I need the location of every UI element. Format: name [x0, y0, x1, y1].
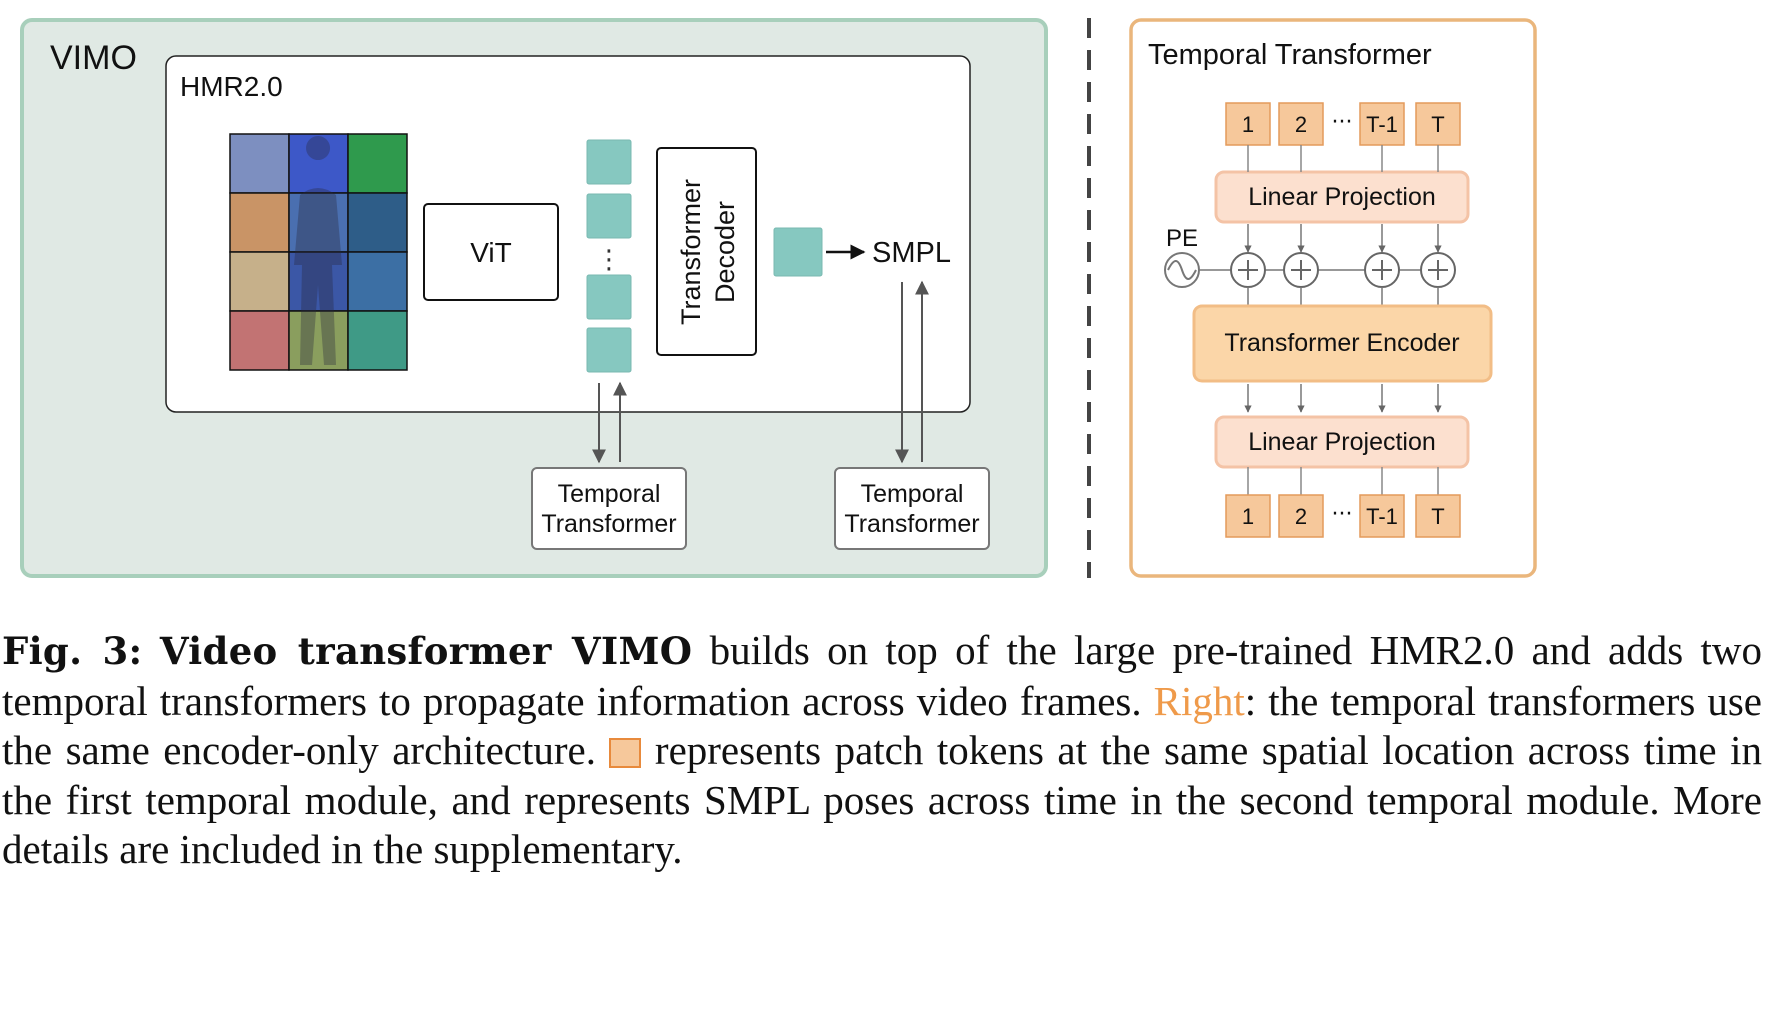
token-dots: ⋮: [596, 245, 622, 275]
top-token-label: 2: [1295, 112, 1307, 137]
temporal-right-line1: Temporal: [861, 480, 964, 508]
decoder-label-line1: Transformer: [676, 179, 706, 325]
caption-highlight: Right: [1153, 677, 1245, 724]
transformer-encoder: [1192, 304, 1493, 383]
decoder-label-line2: Decoder: [710, 201, 740, 303]
patch-token-2: [586, 193, 632, 239]
smpl-token: [773, 227, 823, 277]
linear-to-token-connectors: [1247, 467, 1439, 495]
token-to-linear-connectors: [1247, 145, 1439, 172]
linear-projection-top-label: Linear Projection: [1248, 183, 1436, 211]
bottom-token-label: T: [1431, 504, 1444, 529]
plus-to-encoder-lines: [1247, 287, 1439, 306]
bottom-token-row: 1 2 ··· T-1 T: [1225, 494, 1461, 538]
caption-text-2: : the temporal transformers use the same…: [2, 677, 1762, 774]
image-patch: [347, 251, 408, 312]
image-patch: [347, 310, 408, 371]
decoder-box: [656, 147, 757, 356]
patch-image-grid: [229, 133, 408, 371]
image-patch: [229, 310, 290, 371]
bottom-token-label: T-1: [1366, 504, 1398, 529]
top-token-box: [1225, 102, 1271, 146]
caption-text-1: builds on top of the large pre-trained H…: [2, 627, 1762, 724]
bottom-token-label: 1: [1242, 504, 1254, 529]
patch-token-4: [586, 327, 632, 373]
figure-diagram: VIMO HMR2.0 ViT ⋮ Transformer Decoder SM…: [20, 18, 1537, 578]
bottom-token-label: 2: [1295, 504, 1307, 529]
bottom-token-box: [1415, 494, 1461, 538]
linear-to-plus-arrows: [1244, 224, 1442, 253]
temporal-right-line2: Transformer: [844, 510, 979, 538]
bottom-token-box: [1359, 494, 1405, 538]
person-silhouette: [294, 136, 342, 365]
image-patch: [347, 133, 408, 194]
temporal-left-line2: Transformer: [541, 510, 676, 538]
pe-label: PE: [1166, 225, 1198, 252]
image-patch: [229, 251, 290, 312]
vit-box: [423, 203, 559, 301]
temporal-transformer-panel: [1129, 18, 1537, 578]
temporal-left-line1: Temporal: [558, 480, 661, 508]
bottom-token-box: [1278, 494, 1324, 538]
caption-fig-label: Fig. 3:: [2, 629, 143, 673]
image-patch: [347, 192, 408, 253]
hmr-title: HMR2.0: [180, 71, 283, 102]
orange-token-swatch: [609, 738, 642, 768]
top-ellipsis: ···: [1332, 110, 1353, 135]
top-token-box: [1359, 102, 1405, 146]
bottom-ellipsis: ···: [1332, 502, 1353, 527]
smpl-label: SMPL: [872, 237, 951, 269]
caption-bold-title: Video transformer VIMO: [159, 629, 693, 673]
linear-projection-bottom-label: Linear Projection: [1248, 428, 1436, 456]
top-token-label: 1: [1242, 112, 1254, 137]
temporal-transformer-left: [531, 467, 687, 550]
image-patch: [229, 192, 290, 253]
figure-caption: Fig. 3: Video transformer VIMO builds on…: [2, 626, 1762, 875]
vimo-title: VIMO: [50, 39, 137, 77]
patch-token-1: [586, 139, 632, 185]
image-patch: [288, 310, 349, 371]
encoder-to-linear-arrows: [1244, 384, 1442, 413]
temporal-panel-title: Temporal Transformer: [1148, 39, 1432, 71]
top-token-label: T-1: [1366, 112, 1398, 137]
top-token-label: T: [1431, 112, 1444, 137]
temporal-transformer-right: [834, 467, 990, 550]
linear-projection-bottom: [1214, 415, 1470, 469]
transformer-encoder-label: Transformer Encoder: [1224, 329, 1459, 357]
image-patch: [229, 133, 290, 194]
bottom-token-box: [1225, 494, 1271, 538]
linear-projection-top: [1214, 170, 1470, 224]
patch-token-3: [586, 274, 632, 320]
caption-text-3: represents patch tokens at the same spat…: [2, 727, 1762, 872]
vit-label: ViT: [470, 237, 512, 268]
